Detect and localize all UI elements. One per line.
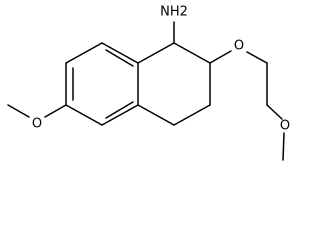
bond-sat-5: [137, 104, 175, 126]
bond-o-ch3-chain: [282, 132, 285, 161]
aromatic-ring: [65, 42, 139, 126]
bond-sat-4: [173, 104, 211, 126]
saturated-ring: [137, 42, 211, 126]
bond-sat-1: [137, 42, 175, 64]
molecule-diagram: NH2 O O O: [7, 5, 290, 161]
atom-labels: NH2 O O O: [32, 5, 290, 134]
bond-sat-2: [173, 42, 211, 64]
bond-ar-3: [101, 104, 139, 126]
bond-ch2b-o: [266, 104, 283, 120]
chain-methoxy-oxygen-label: O: [280, 119, 290, 134]
bond-o-ch3-ring: [7, 104, 30, 118]
bond-ar-1: [101, 42, 139, 64]
bond-c2-o: [209, 50, 232, 64]
bond-ar-1-inner: [105, 49, 134, 67]
ring-methoxy-oxygen-label: O: [32, 117, 42, 132]
bond-ar-3-inner: [105, 101, 134, 119]
bond-ar-6: [65, 42, 103, 64]
amine-label: NH2: [160, 5, 188, 20]
bond-ar-o: [44, 104, 67, 118]
substituent-bonds: [7, 21, 285, 161]
ether-oxygen-label: O: [234, 39, 244, 54]
bond-o-ch2a: [246, 51, 268, 64]
bond-ar-4: [65, 104, 103, 126]
